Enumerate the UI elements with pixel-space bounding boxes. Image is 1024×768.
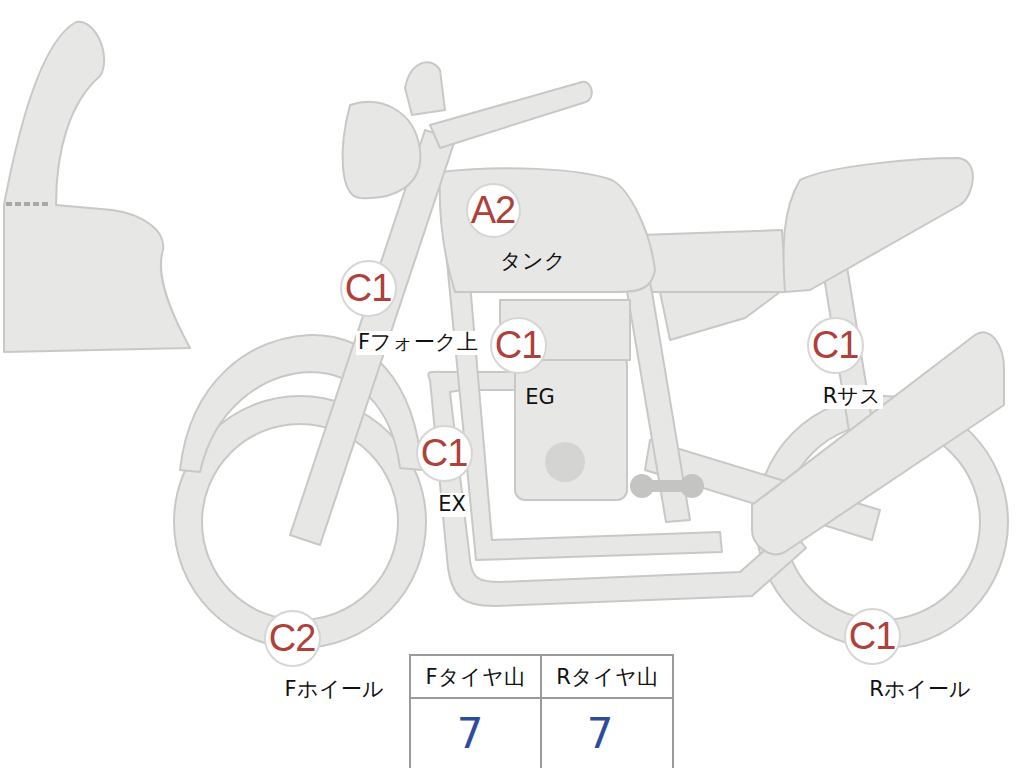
grade-callout: C1EG xyxy=(490,317,547,374)
callout-circle: C1 xyxy=(416,425,473,482)
callout-circle: C2 xyxy=(264,610,321,667)
grade-code: C1 xyxy=(345,269,392,307)
grade-code: C1 xyxy=(849,617,896,655)
part-label: EX xyxy=(436,493,468,516)
tread-value: 7 xyxy=(587,713,614,755)
callout-circle: C1 xyxy=(490,317,547,374)
mirror xyxy=(405,62,445,115)
grade-code: C1 xyxy=(421,434,468,472)
rear-seat xyxy=(784,158,973,292)
grade-callout: C2Fホイール xyxy=(264,610,321,667)
callout-circle: C1 xyxy=(807,317,864,374)
muffler xyxy=(752,332,1004,554)
part-label: Fフォーク上 xyxy=(356,331,480,354)
callout-circle: A2 xyxy=(466,183,521,238)
callout-circle: C1 xyxy=(844,608,901,665)
handlebar xyxy=(430,82,592,148)
tread-value: 7 xyxy=(457,713,484,755)
table-header: Rタイヤ山 xyxy=(556,667,658,688)
grade-code: C2 xyxy=(269,619,316,657)
tread-table xyxy=(410,655,673,768)
footpeg xyxy=(630,474,704,498)
seat xyxy=(640,230,786,292)
grade-callout: C1EX xyxy=(416,425,473,482)
grade-code: C1 xyxy=(495,326,542,364)
grade-callout: A2タンク xyxy=(466,183,521,238)
dotted-line xyxy=(6,202,50,206)
engine-block xyxy=(515,355,627,500)
grade-callout: C1Rホイール xyxy=(844,608,901,665)
fairing xyxy=(4,22,190,352)
part-label: タンク xyxy=(498,250,568,273)
part-label: Rサス xyxy=(821,385,884,408)
front-fender xyxy=(180,335,422,472)
fuel-tank xyxy=(440,168,655,292)
grade-code: C1 xyxy=(812,326,859,364)
grade-callout: C1Rサス xyxy=(807,317,864,374)
part-label: Fホイール xyxy=(282,678,385,701)
grade-callout: C1Fフォーク上 xyxy=(340,260,397,317)
headlight xyxy=(343,102,421,198)
part-label: EG xyxy=(523,386,557,409)
grade-code: A2 xyxy=(471,191,515,229)
callout-circle: C1 xyxy=(340,260,397,317)
part-label: Rホイール xyxy=(867,678,973,701)
side-cover xyxy=(660,292,780,340)
table-header: Fタイヤ山 xyxy=(425,667,524,688)
